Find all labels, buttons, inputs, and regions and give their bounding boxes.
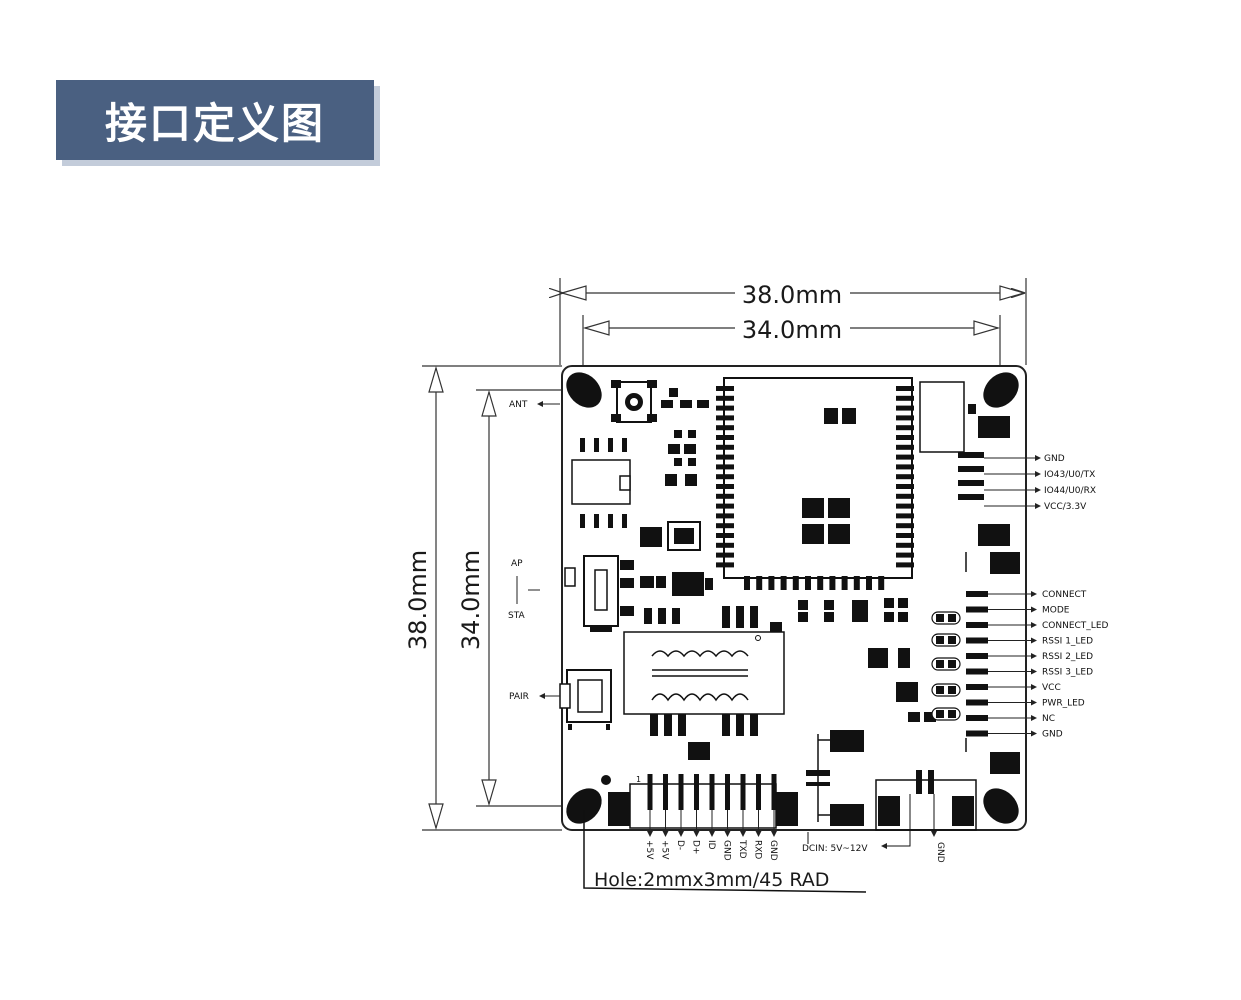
uart-header: [958, 452, 1041, 546]
status-pin-label: NC: [1042, 714, 1055, 724]
inner-width-label: 34.0mm: [742, 316, 842, 344]
dcin-label: DCIN: 5V~12V: [802, 844, 868, 854]
uart-pin-rx: IO44/U0/RX: [1044, 486, 1096, 496]
ap-label: AP: [511, 559, 523, 569]
page-title: 接口定义图: [104, 98, 325, 148]
passive-components-top: [661, 388, 709, 486]
bottom-pin-label: RXD: [753, 840, 763, 859]
dimension-inner-width: [582, 315, 1001, 372]
pair-label: PAIR: [509, 692, 529, 702]
ap-sta-switch: [564, 555, 619, 632]
status-connector: [931, 552, 1037, 774]
dimension-outer-height: [422, 365, 562, 831]
antenna-connector: [611, 380, 657, 423]
bottom-pin-label: TXD: [737, 839, 747, 859]
status-pin-label: RSSI 2_LED: [1042, 652, 1093, 662]
mounting-hole-top-right: [983, 372, 1019, 408]
status-pin-label: RSSI 1_LED: [1042, 637, 1093, 647]
uart-pin-gnd: GND: [1044, 454, 1065, 464]
bottom-connector: 1: [608, 774, 798, 829]
power-inductor: [623, 631, 785, 736]
status-pin-label: RSSI 3_LED: [1042, 668, 1093, 678]
hole-spec-label: Hole:2mmx3mm/45 RAD: [594, 869, 829, 891]
status-pin-label: MODE: [1042, 606, 1070, 616]
gnd-bottom-label: GND: [935, 842, 945, 863]
uart-pin-vcc: VCC/3.3V: [1044, 502, 1087, 512]
svg-text:1: 1: [636, 775, 641, 784]
bottom-pin-label: GND: [722, 840, 732, 861]
bottom-pin-label: D+: [691, 840, 701, 854]
pair-button: [559, 669, 612, 730]
bottom-pin-label: +5V: [644, 840, 654, 860]
status-pin-label: PWR_LED: [1042, 699, 1085, 709]
bottom-pin-label: +5V: [660, 840, 670, 860]
outer-width-label: 38.0mm: [742, 281, 842, 309]
status-pin-label: CONNECT_LED: [1042, 621, 1109, 631]
hole-callout: [583, 810, 867, 893]
ic-left: [571, 438, 631, 528]
wifi-module: [716, 377, 914, 590]
bottom-pin-label: D-: [675, 840, 685, 850]
dimension-outer-width: [560, 278, 1027, 365]
ant-label: ANT: [509, 400, 528, 410]
mounting-hole-bottom-right: [983, 788, 1019, 824]
outer-height-label: 38.0mm: [404, 550, 432, 650]
power-input: [806, 730, 977, 849]
status-pin-label: CONNECT: [1042, 590, 1087, 600]
top-right-component: [919, 381, 1010, 453]
title-banner: 接口定义图: [56, 80, 374, 160]
mounting-hole-bottom-left: [566, 788, 602, 824]
status-pin-label: GND: [1042, 730, 1063, 740]
bottom-pin-label: ID: [706, 840, 716, 850]
mounting-holes: [566, 372, 1019, 824]
bottom-pin-label: GND: [768, 840, 778, 861]
passive-components-mid: [620, 521, 936, 760]
mounting-hole-top-left: [566, 372, 602, 408]
uart-pin-tx: IO43/U0/TX: [1044, 470, 1095, 480]
inner-height-label: 34.0mm: [457, 550, 485, 650]
status-pin-label: VCC: [1042, 683, 1061, 693]
sta-label: STA: [508, 611, 526, 621]
